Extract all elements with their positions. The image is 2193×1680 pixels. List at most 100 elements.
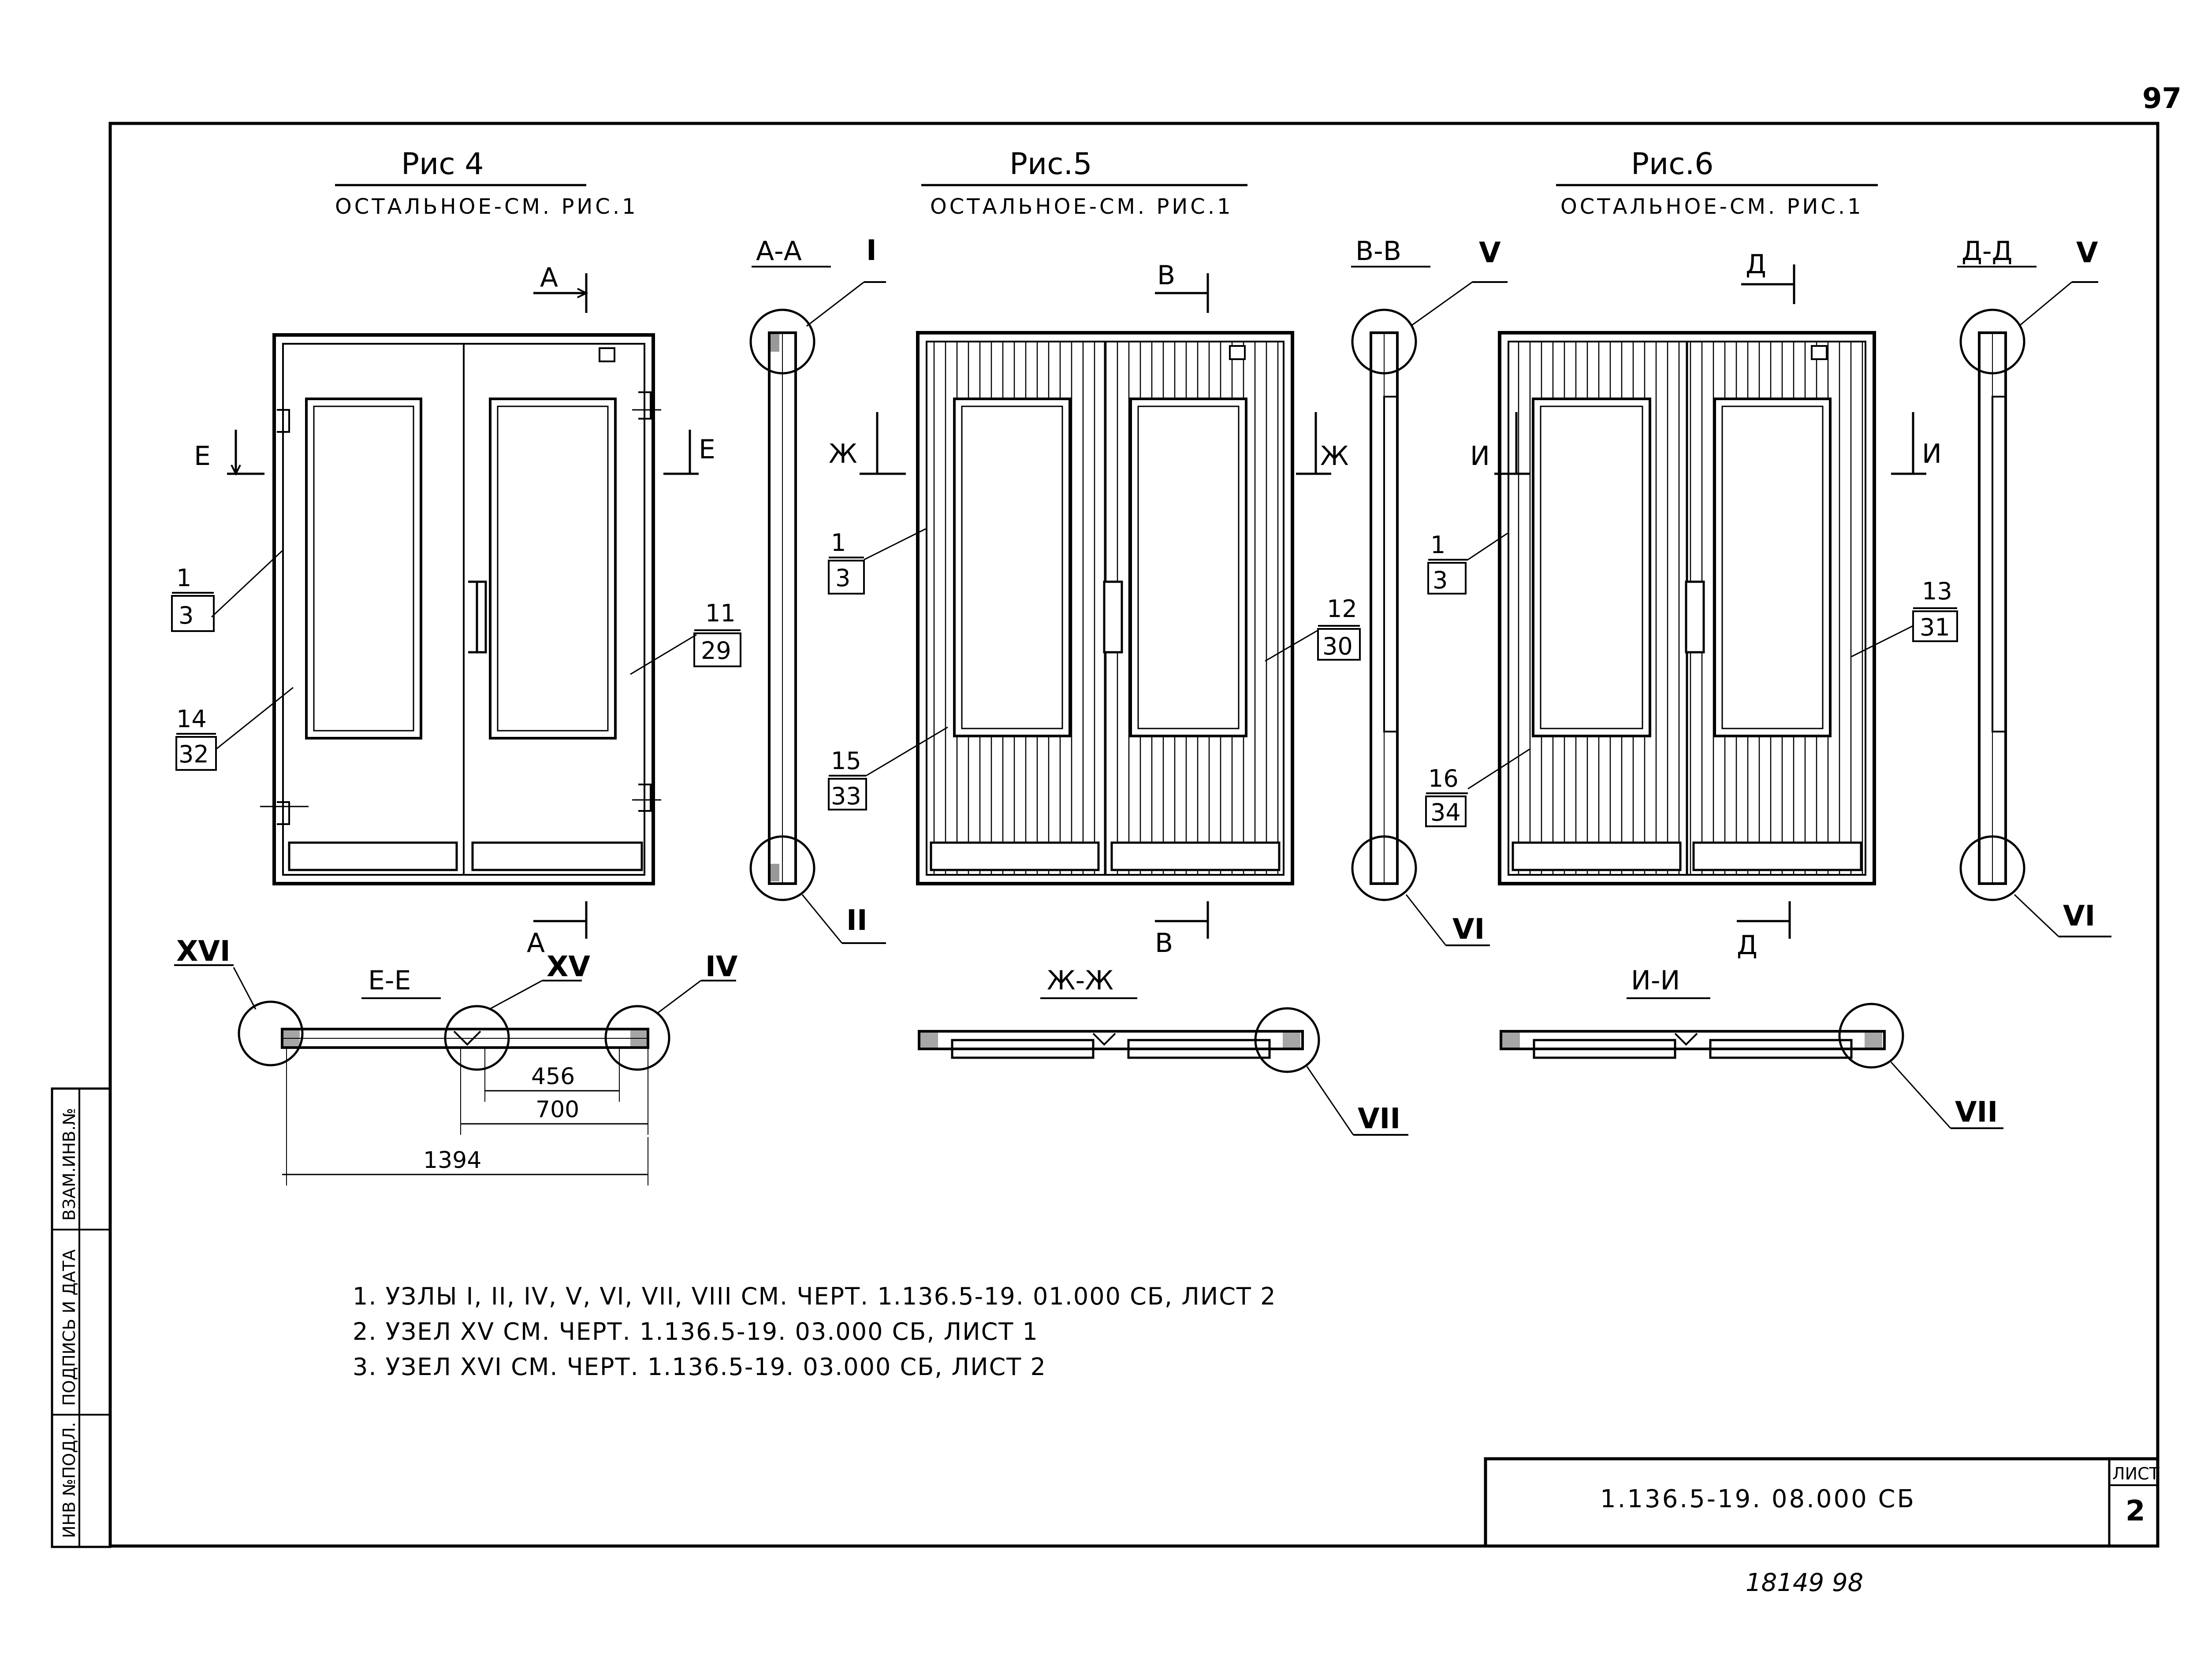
note-1: 1. УЗЛЫ I, II, IV, V, VI, VII, VIII СМ. … [353, 1282, 1276, 1310]
dimension-700: 700 [460, 1049, 648, 1135]
svg-text:А: А [527, 928, 545, 959]
svg-text:1: 1 [176, 564, 191, 592]
svg-text:32: 32 [179, 740, 209, 768]
fig4-subtitle: ОСТАЛЬНОЕ-СМ. РИС.1 [335, 194, 638, 219]
svg-text:1: 1 [1430, 531, 1445, 559]
svg-text:29: 29 [701, 637, 731, 665]
node-ii: II [846, 904, 868, 937]
svg-text:1394: 1394 [423, 1147, 481, 1174]
svg-text:Д: Д [1746, 249, 1766, 280]
svg-text:В: В [1157, 260, 1175, 291]
svg-text:16: 16 [1428, 765, 1459, 792]
node-vii-label-fig6: VII [1890, 1061, 2003, 1129]
fig4-door-elevation [260, 333, 661, 885]
svg-text:3: 3 [835, 564, 850, 592]
svg-text:Ж: Ж [1320, 441, 1349, 472]
svg-text:13: 13 [1922, 577, 1952, 605]
svg-text:31: 31 [1920, 613, 1950, 641]
svg-text:33: 33 [831, 782, 861, 810]
svg-text:11: 11 [705, 599, 736, 627]
section-zhzh-drawing [918, 1007, 1320, 1073]
svg-text:Е: Е [194, 441, 211, 472]
stamp-inv-podl: ИНВ №ПОДЛ. [60, 1422, 79, 1539]
svg-text:А: А [540, 262, 558, 293]
svg-text:VII: VII [1358, 1103, 1400, 1135]
section-ii-label: И-И [1631, 965, 1680, 996]
fig4-callout-1: 1 3 [171, 550, 283, 632]
svg-text:1: 1 [831, 529, 846, 557]
sheet-number: 2 [2126, 1495, 2145, 1528]
dimension-1394: 1394 [282, 1049, 648, 1186]
svg-text:XV: XV [547, 951, 590, 983]
fig4-cut-e-left: Е [194, 430, 264, 476]
svg-text:IV: IV [705, 951, 738, 983]
fig5-callout-15: 15 33 [828, 726, 948, 810]
fig6-callout-16: 16 34 [1425, 748, 1530, 827]
fig6-callout-1: 1 3 [1427, 531, 1508, 595]
section-vv: В-В V VI [1351, 236, 1508, 946]
svg-text:И: И [1922, 439, 1942, 469]
svg-text:VII: VII [1955, 1096, 1998, 1129]
svg-text:14: 14 [176, 705, 207, 733]
svg-text:34: 34 [1430, 799, 1461, 826]
svg-text:456: 456 [531, 1063, 575, 1090]
svg-text:3: 3 [1433, 566, 1448, 594]
section-zhzh-label: Ж-Ж [1047, 965, 1113, 996]
svg-text:Е: Е [699, 434, 715, 465]
node-v-fig6: V [2076, 237, 2098, 269]
svg-text:А-А: А-А [756, 236, 802, 267]
fig5-title: Рис.5 [1009, 147, 1092, 182]
fig6-subtitle: ОСТАЛЬНОЕ-СМ. РИС.1 [1560, 194, 1864, 219]
fig5-cut-b-bottom: В [1155, 901, 1209, 959]
node-vi-fig5: VI [1452, 913, 1485, 946]
node-vii-label-fig5: VII [1306, 1066, 1408, 1136]
svg-text:30: 30 [1322, 632, 1353, 660]
fig6-callout-13: 13 31 [1851, 577, 1958, 658]
svg-text:В: В [1155, 928, 1173, 959]
figure-5: Рис.5 ОСТАЛЬНОЕ-СМ. РИС.1 В В [828, 147, 1408, 1136]
fig6-cut-d-bottom: Д [1737, 901, 1791, 961]
section-aa: А-А I II [749, 234, 886, 944]
fig4-cut-a-top: А [533, 262, 588, 313]
footer-handwritten: 18149 98 [1746, 1568, 1863, 1597]
fig5-callout-12: 12 30 [1265, 595, 1361, 662]
fig5-cut-zh-right: Ж [1296, 412, 1349, 475]
svg-text:12: 12 [1327, 595, 1357, 623]
section-ii-drawing [1500, 1003, 1904, 1069]
page-number: 97 [2142, 82, 2182, 115]
figure-6: Рис.6 ОСТАЛЬНОЕ-СМ. РИС.1 Д Д [1425, 147, 2003, 1129]
svg-text:В-В: В-В [1355, 236, 1401, 267]
fig6-cut-i-left: И [1470, 412, 1530, 475]
node-v-fig5: V [1479, 237, 1501, 269]
dimension-456: 456 [484, 1049, 620, 1102]
note-3: 3. УЗЕЛ XVI СМ. ЧЕРТ. 1.136.5-19. 03.000… [353, 1353, 1046, 1381]
drawing-frame [108, 122, 2159, 1548]
fig6-title: Рис.6 [1631, 147, 1713, 182]
fig6-door-elevation [1498, 331, 1876, 885]
svg-text:700: 700 [536, 1096, 579, 1123]
node-i: I [866, 234, 877, 267]
section-ee-drawing [238, 1000, 670, 1071]
section-ee-label: Е-Е [368, 965, 411, 996]
sheet-label: ЛИСТ [2112, 1464, 2160, 1483]
fig4-cut-e-right: Е [663, 430, 715, 475]
fig5-door-elevation [916, 331, 1294, 885]
fig4-title: Рис 4 [401, 147, 484, 182]
figure-4: Рис 4 ОСТАЛЬНОЕ-СМ. РИС.1 А [171, 147, 741, 1186]
fig4-cut-a-bottom: А [527, 901, 588, 959]
fig5-cut-b-top: В [1155, 260, 1209, 313]
svg-text:Ж: Ж [829, 439, 857, 469]
node-xv-label: XV [489, 951, 590, 1010]
note-2: 2. УЗЕЛ XV СМ. ЧЕРТ. 1.136.5-19. 03.000 … [353, 1318, 1039, 1345]
fig6-cut-i-right: И [1891, 412, 1942, 475]
svg-text:Д-Д: Д-Д [1962, 236, 2012, 267]
title-block: 1.136.5-19. 08.000 СБ ЛИСТ 2 [1484, 1457, 2160, 1548]
fig4-callout-14: 14 32 [175, 687, 294, 771]
fig5-subtitle: ОСТАЛЬНОЕ-СМ. РИС.1 [930, 194, 1233, 219]
fig5-callout-1: 1 3 [828, 528, 926, 595]
stamp-vzam-inv: ВЗАМ.ИНВ.№ [60, 1108, 79, 1221]
svg-text:Д: Д [1737, 930, 1757, 961]
svg-text:15: 15 [831, 747, 861, 775]
fig6-cut-d-top: Д [1741, 249, 1795, 304]
side-stamp: ИНВ №ПОДЛ. ПОДПИСЬ И ДАТА ВЗАМ.ИНВ.№ [51, 1087, 112, 1548]
